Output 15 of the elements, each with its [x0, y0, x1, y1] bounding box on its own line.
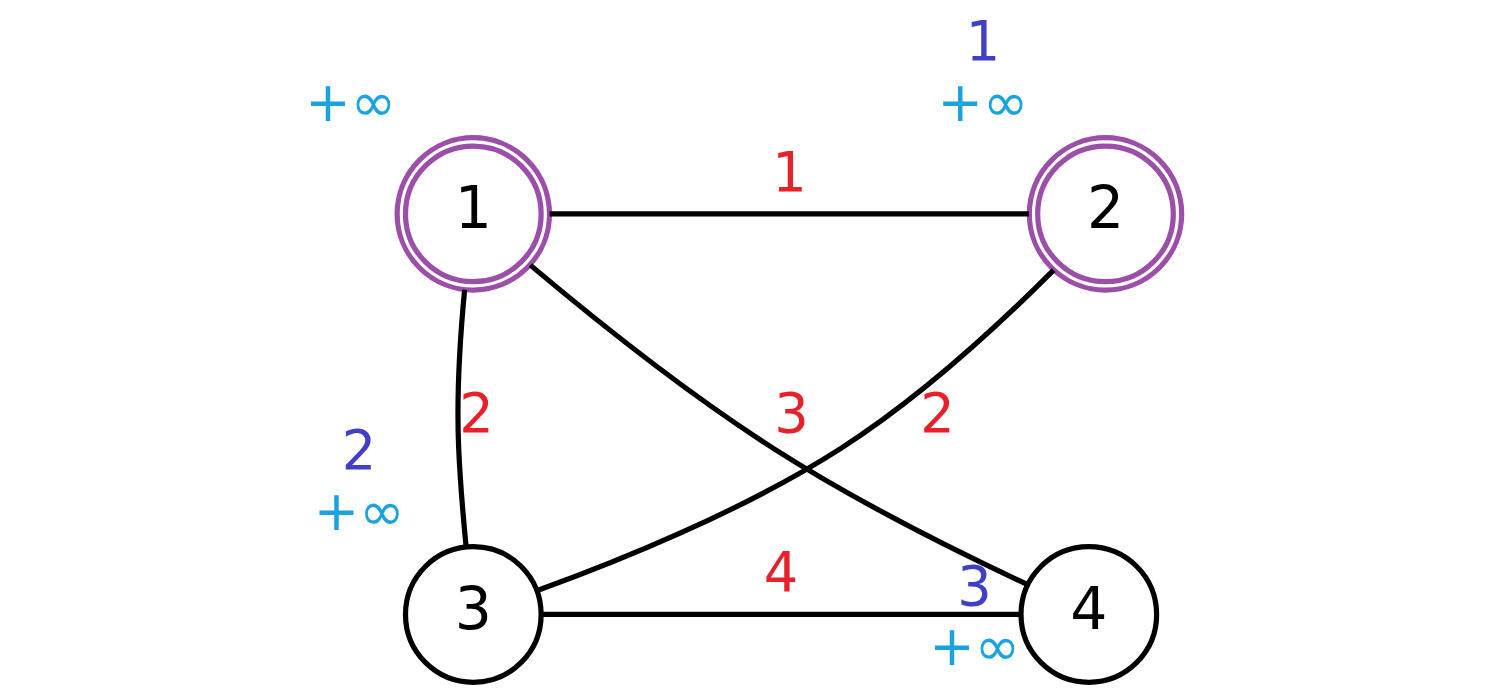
node-circle: 2	[1026, 135, 1185, 293]
node-circle: 1	[394, 135, 553, 293]
node-circle: 3	[402, 544, 544, 685]
edge-label: 3	[774, 381, 809, 445]
node-label: +∞	[305, 70, 396, 134]
edge-label: 4	[763, 541, 799, 605]
connector	[541, 611, 1021, 618]
edge-label: 2	[459, 381, 494, 445]
edge-label: 2	[920, 381, 955, 445]
connector	[455, 289, 469, 547]
connector	[549, 211, 1029, 217]
node-label: +∞	[929, 615, 1020, 679]
edge-label: 1	[772, 140, 807, 204]
node-circle: 4	[1018, 544, 1160, 685]
node-label: 3	[957, 554, 992, 618]
